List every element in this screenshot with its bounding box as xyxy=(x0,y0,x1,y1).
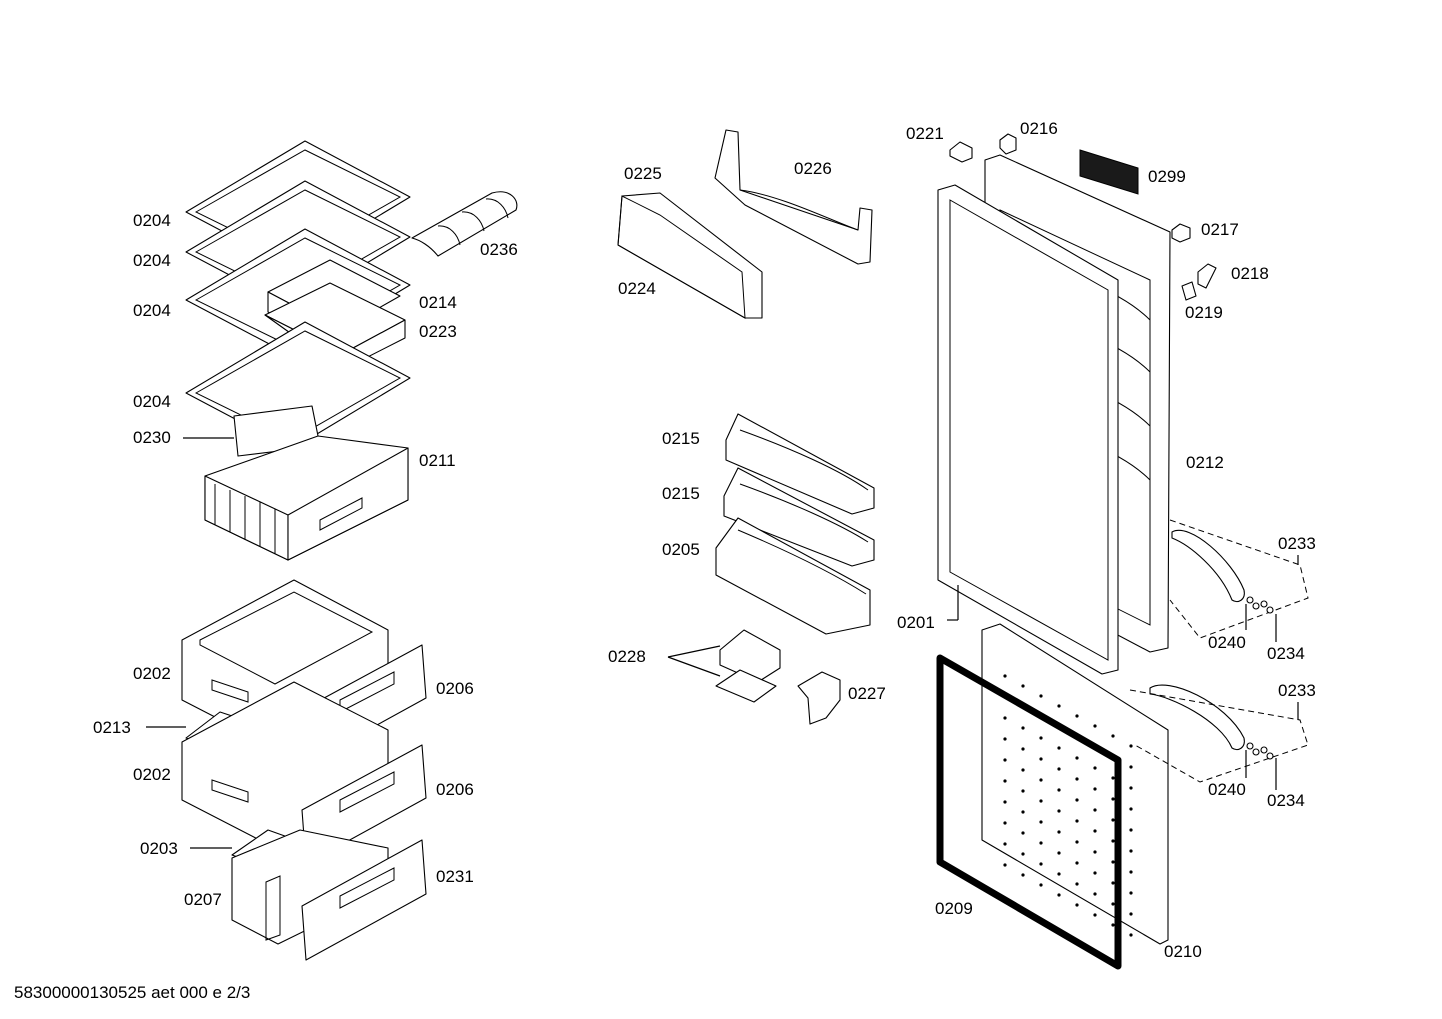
hinge-pin-0216 xyxy=(999,133,1017,155)
door-bin-0215-lower xyxy=(723,467,875,567)
label-0224: 0224 xyxy=(618,279,656,298)
clip-0219 xyxy=(1181,281,1197,301)
handle-lower-0233 xyxy=(1129,684,1309,783)
freezer-dot-pattern xyxy=(1003,674,1133,937)
label-0236: 0236 xyxy=(480,240,518,259)
label-0207: 0207 xyxy=(184,890,222,909)
label-0299: 0299 xyxy=(1148,167,1186,186)
screws-upper-0240 xyxy=(1246,596,1274,614)
label-0234-a: 0234 xyxy=(1267,644,1305,663)
label-0204-d: 0204 xyxy=(133,392,171,411)
label-0215-a: 0215 xyxy=(662,429,700,448)
handle-upper-0233 xyxy=(1169,519,1309,639)
label-0211: 0211 xyxy=(419,451,456,470)
door-gasket-0201 xyxy=(937,184,1119,675)
hinge-0221 xyxy=(949,141,973,163)
label-0209: 0209 xyxy=(935,899,973,918)
label-0215-b: 0215 xyxy=(662,484,700,503)
label-0204-a: 0204 xyxy=(133,211,171,230)
label-0204-c: 0204 xyxy=(133,301,171,320)
label-0206-b: 0206 xyxy=(436,780,474,799)
cover-0217 xyxy=(1171,223,1191,243)
bracket-0218 xyxy=(1197,263,1217,289)
bin-cover-0224 xyxy=(617,192,763,319)
label-0230: 0230 xyxy=(133,428,171,447)
label-0240-b: 0240 xyxy=(1208,780,1246,799)
holder-0227 xyxy=(797,671,841,725)
label-0217: 0217 xyxy=(1201,220,1239,239)
label-0214: 0214 xyxy=(419,293,457,312)
freezer-door-0210 xyxy=(981,623,1169,945)
screws-lower-0240 xyxy=(1246,742,1274,760)
crisper-drawer-0211 xyxy=(204,435,409,561)
label-0228: 0228 xyxy=(608,647,646,666)
label-0225: 0225 xyxy=(624,164,662,183)
label-0213: 0213 xyxy=(93,718,131,737)
label-0227: 0227 xyxy=(848,684,886,703)
label-0221: 0221 xyxy=(906,124,944,143)
label-0202-b: 0202 xyxy=(133,765,171,784)
label-0233-a: 0233 xyxy=(1278,534,1316,553)
label-0204-b: 0204 xyxy=(133,251,171,270)
label-0205: 0205 xyxy=(662,540,700,559)
label-0219: 0219 xyxy=(1185,303,1223,322)
label-plate-0299 xyxy=(1079,149,1139,195)
leader-lines xyxy=(146,437,1299,849)
document-code: 58300000130525 aet 000 e 2/3 xyxy=(14,983,250,1002)
label-0226: 0226 xyxy=(794,159,832,178)
label-0233-b: 0233 xyxy=(1278,681,1316,700)
label-0201: 0201 xyxy=(897,613,935,632)
bottle-holder-0236 xyxy=(411,191,518,257)
label-0202-a: 0202 xyxy=(133,664,171,683)
drawer-front-bottom-0231 xyxy=(301,839,427,961)
label-0206-a: 0206 xyxy=(436,679,474,698)
bin-0226 xyxy=(714,129,873,265)
label-0210: 0210 xyxy=(1164,942,1202,961)
label-0203: 0203 xyxy=(140,839,178,858)
label-0240-a: 0240 xyxy=(1208,633,1246,652)
label-0223: 0223 xyxy=(419,322,457,341)
label-0212: 0212 xyxy=(1186,453,1224,472)
door-bin-0215-upper xyxy=(725,413,875,515)
label-0234-b: 0234 xyxy=(1267,791,1305,810)
label-0218: 0218 xyxy=(1231,264,1269,283)
label-0216: 0216 xyxy=(1020,119,1058,138)
door-bin-0205 xyxy=(715,517,871,635)
label-0231: 0231 xyxy=(436,867,474,886)
egg-tray-0228 xyxy=(715,629,781,703)
